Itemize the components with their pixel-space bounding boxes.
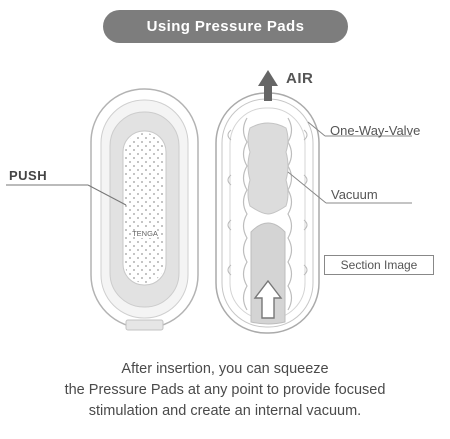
caption-line-2: the Pressure Pads at any point to provid…: [64, 382, 386, 398]
air-push-arrow-icon: [253, 279, 283, 319]
vacuum-label: Vacuum: [331, 187, 378, 202]
caption-line-3: stimulation and create an internal vacuu…: [88, 403, 362, 419]
section-image-tag: Section Image: [324, 255, 434, 275]
air-pocket: [250, 222, 286, 325]
section-image-label: Section Image: [340, 258, 418, 272]
device-front-view: [90, 88, 199, 331]
title-text: Using Pressure Pads: [146, 18, 305, 35]
vacuum-leader-line: [287, 171, 327, 204]
valve-leader-line: [307, 121, 326, 137]
caption: After insertion, you can squeeze the Pre…: [0, 359, 450, 422]
one-way-valve-label: One-Way-Valve: [330, 123, 421, 138]
air-up-arrow-icon: [258, 70, 278, 101]
tenga-logo: TENGA: [132, 229, 158, 238]
air-label: AIR: [286, 70, 314, 87]
vacuum-pad: [247, 122, 289, 215]
logo-backdrop: [136, 229, 154, 238]
push-label: PUSH: [9, 168, 48, 183]
push-leader-pointer: [87, 184, 127, 206]
title-banner: Using Pressure Pads: [103, 10, 348, 43]
caption-line-1: After insertion, you can squeeze: [121, 361, 329, 377]
